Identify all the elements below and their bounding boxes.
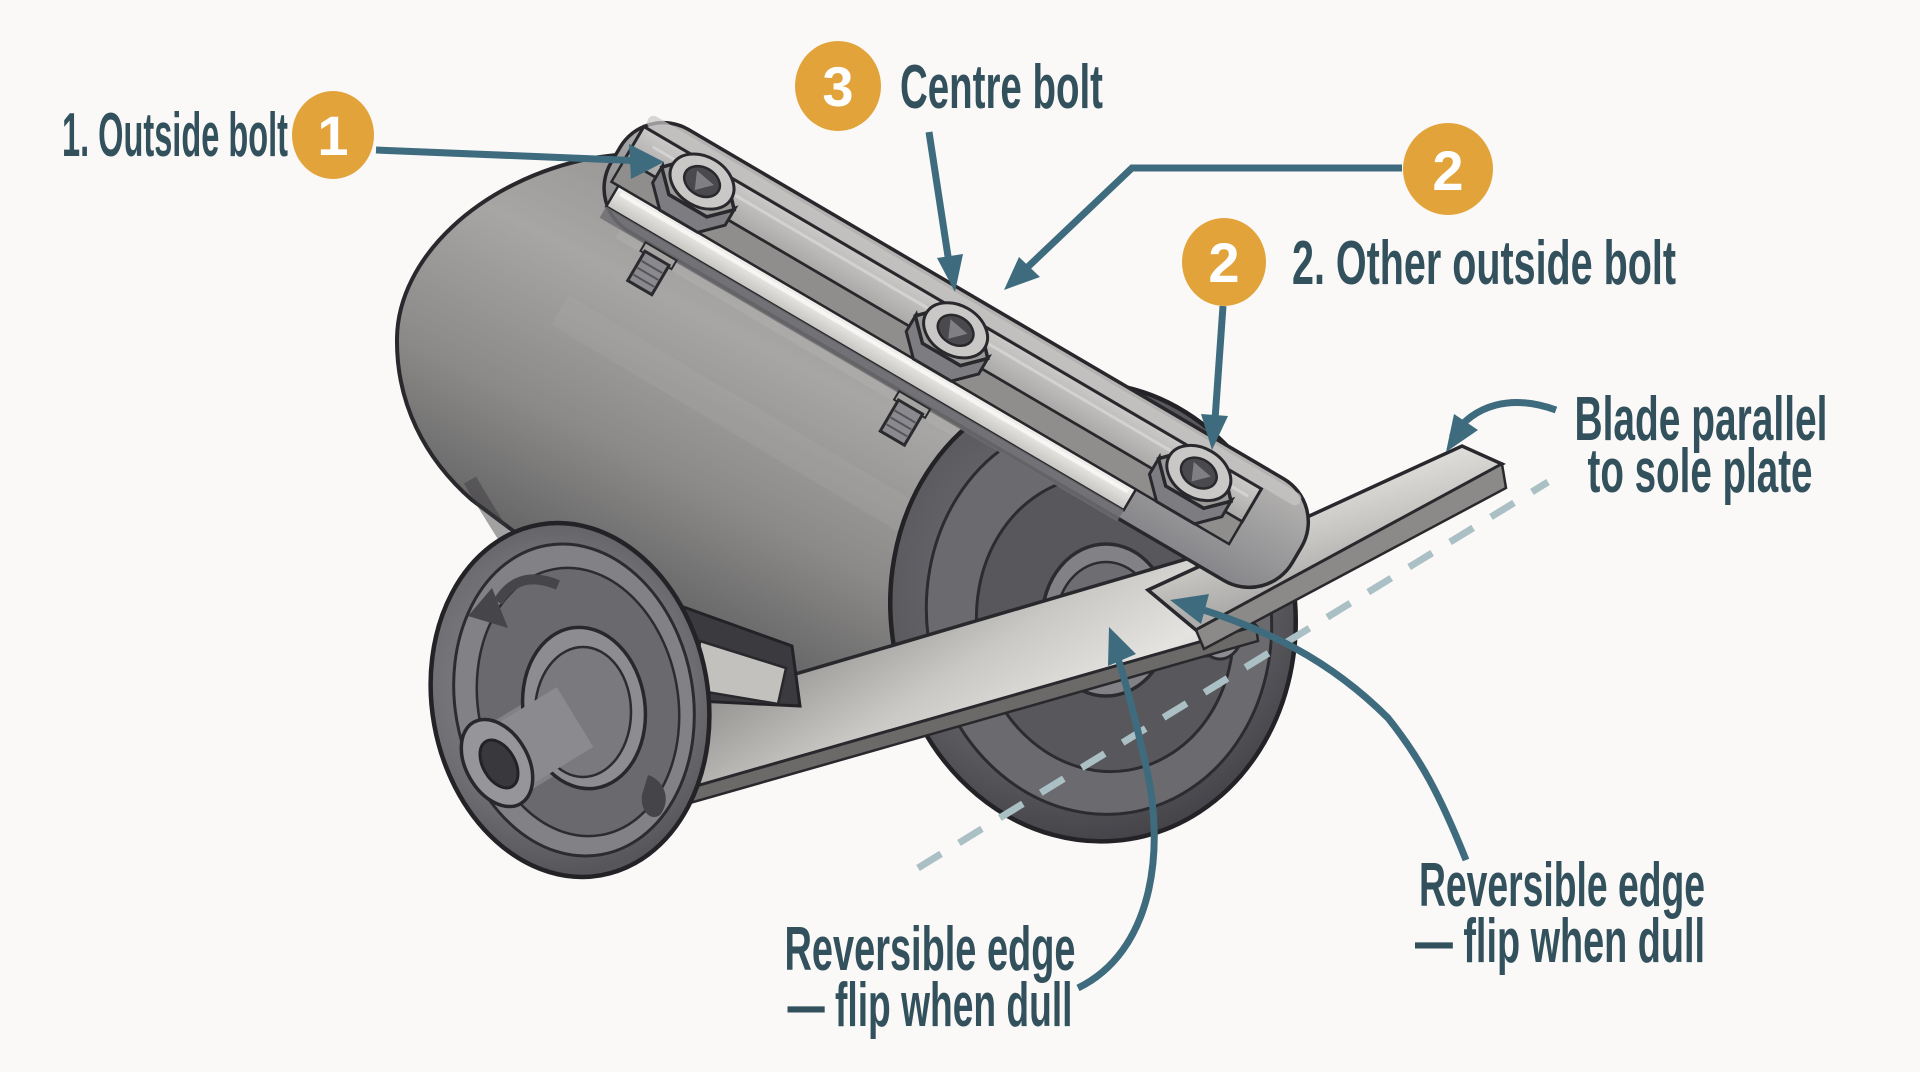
label-reversible-right-line2: — flip when dull — [1415, 907, 1705, 976]
arrowhead-reversible-right — [1170, 594, 1209, 624]
arrowhead-centre-bolt — [937, 254, 963, 292]
stud-under-bolt-1 — [625, 240, 678, 297]
arrowhead-other-outside-bolt — [1201, 414, 1228, 450]
blade-strip-shadow — [599, 206, 1124, 522]
disc-notch — [641, 775, 666, 818]
pointer-outside-bolt — [375, 146, 646, 165]
rotation-arrowhead — [468, 588, 508, 628]
label-reversible-left-line2: — flip when dull — [788, 971, 1073, 1040]
label-outside-bolt: 1. Outside bolt — [62, 101, 288, 170]
left-shaft-bore — [478, 738, 520, 790]
pointer-lines — [375, 131, 1558, 992]
stud-under-bolt-centre — [878, 389, 932, 448]
badge-1: 1 — [292, 91, 374, 179]
badge-2-inline-number: 2 — [1208, 231, 1239, 294]
pointer-badge2-top — [1010, 164, 1402, 284]
pointer-reversible-left — [1076, 640, 1158, 992]
clamp-bar-assembly — [599, 115, 1311, 590]
badge-3: 3 — [795, 41, 881, 131]
badge-1-number: 1 — [317, 104, 348, 167]
badge-2-top-right: 2 — [1403, 123, 1493, 215]
blade-sheet — [688, 444, 1508, 805]
label-reversible-left-line1: Reversible edge — [785, 915, 1076, 984]
arrowhead-badge2-top — [1004, 257, 1040, 290]
pointer-centre-bolt — [925, 131, 955, 277]
arrowhead-reversible-left — [1108, 627, 1136, 666]
label-other-outside-bolt: 2. Other outside bolt — [1292, 229, 1676, 298]
rotation-arrow — [493, 574, 560, 605]
pointer-reversible-right — [1183, 600, 1470, 862]
pointer-arrowheads — [629, 144, 1478, 666]
blade-plate-thickness — [1194, 462, 1508, 651]
label-blade-parallel-line1: Blade parallel — [1575, 385, 1828, 454]
left-roller-disc — [428, 520, 712, 880]
arrowhead-outside-bolt — [629, 144, 664, 179]
badge-2-top-number: 2 — [1432, 139, 1463, 202]
label-centre-bolt: Centre bolt — [900, 53, 1103, 122]
label-blade-parallel-line2: to sole plate — [1588, 437, 1813, 506]
label-reversible-right-line1: Reversible edge — [1419, 851, 1705, 920]
badge-3-number: 3 — [822, 55, 853, 118]
arrowhead-blade-parallel — [1446, 414, 1478, 452]
badge-2-inline: 2 — [1182, 218, 1266, 306]
pointer-other-outside-bolt — [1210, 305, 1227, 435]
